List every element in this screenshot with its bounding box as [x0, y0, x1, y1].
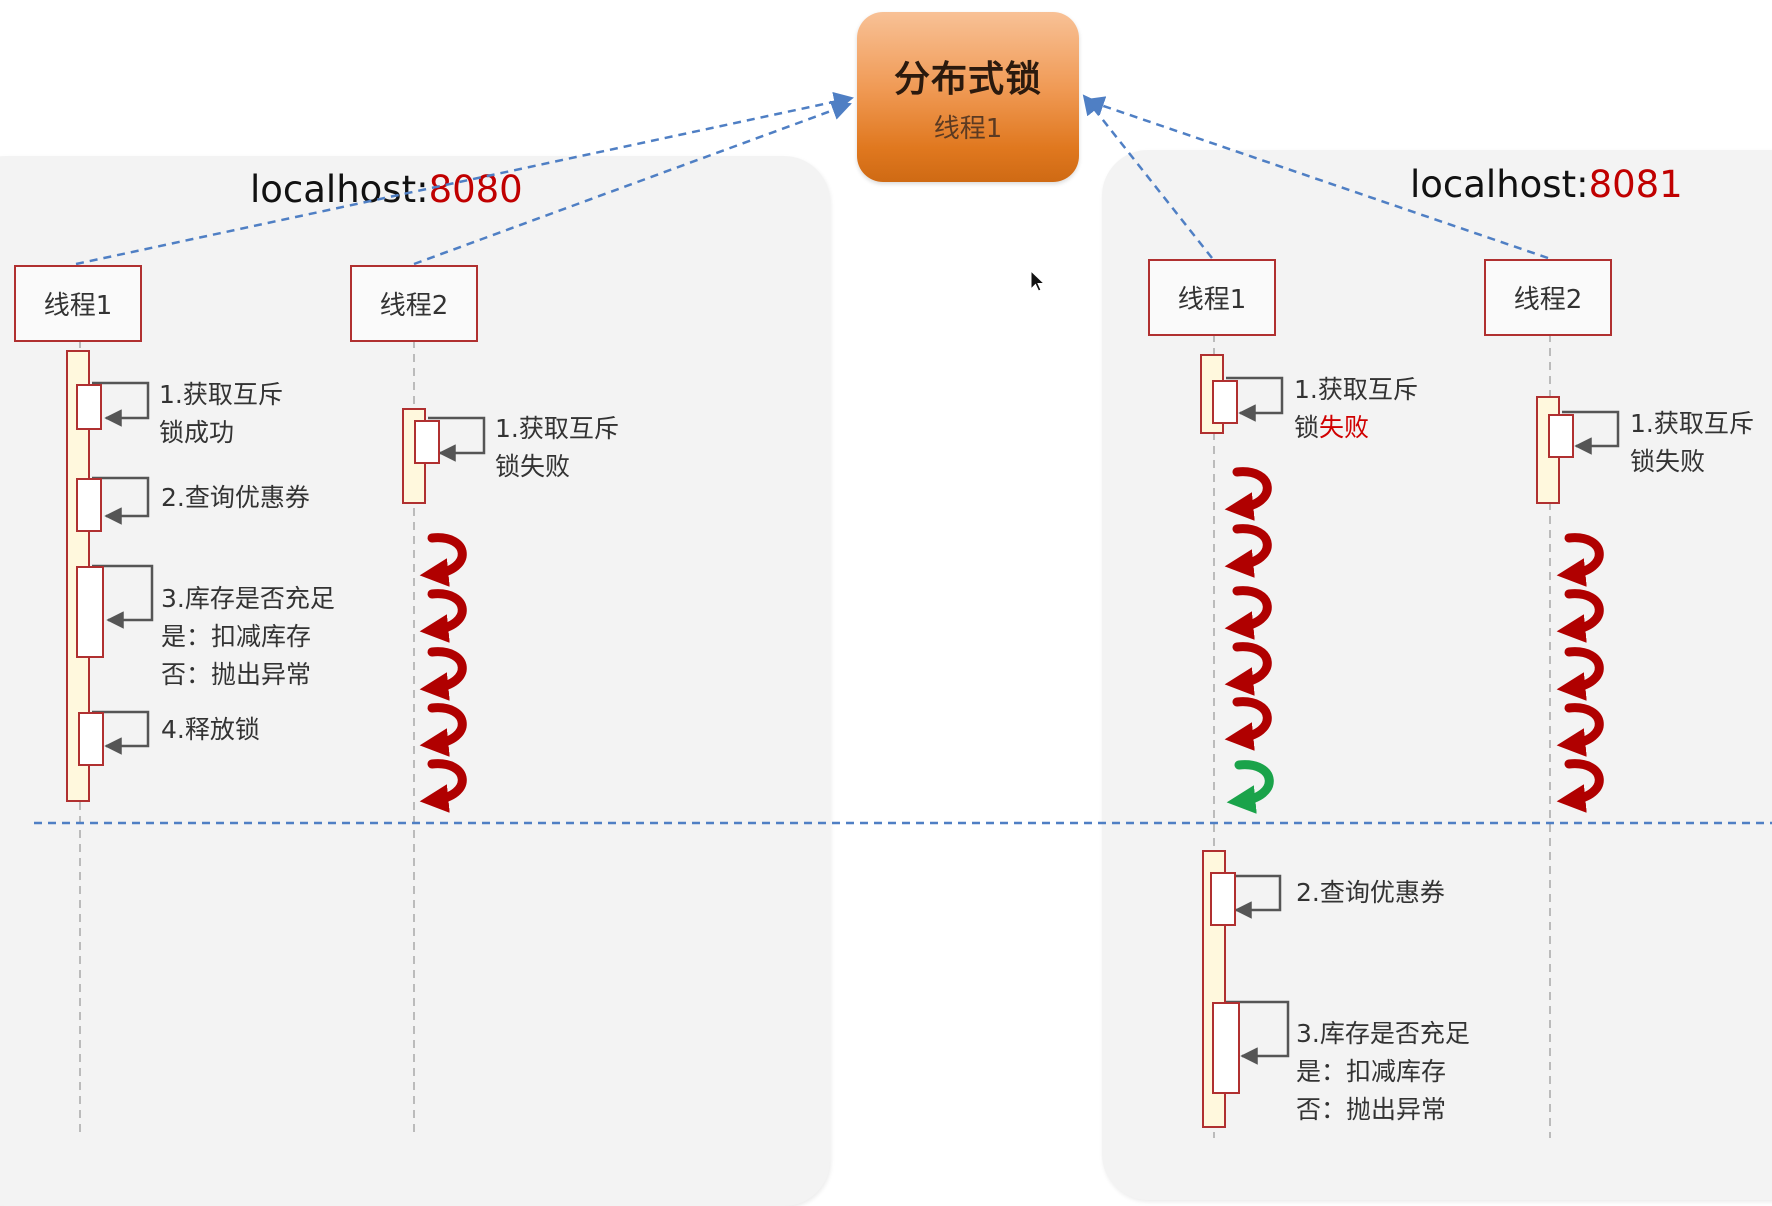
- step-line: 锁失败: [1294, 409, 1418, 447]
- distributed-lock-box: 分布式锁 线程1: [857, 12, 1079, 182]
- step-check-stock: 3.库存是否充足 是：扣减库存 否：抛出异常: [161, 580, 335, 694]
- step-line: 4.释放锁: [161, 715, 260, 744]
- host-port: 8080: [428, 168, 523, 211]
- activation-step: [76, 384, 102, 430]
- host-label-8081: localhost:8081: [1410, 163, 1683, 206]
- lock-title: 分布式锁: [893, 58, 1042, 100]
- activation-step: [76, 478, 102, 532]
- step-line: 1.获取互斥: [495, 414, 619, 443]
- thread-label: 线程2: [379, 291, 449, 321]
- step-line: 2.查询优惠券: [161, 483, 310, 512]
- activation-step: [1212, 380, 1238, 424]
- activation-step: [414, 420, 440, 464]
- thread-box-left-thread1: 线程1: [14, 265, 142, 342]
- thread-box-left-thread2: 线程2: [350, 265, 478, 342]
- step-text: 锁: [1294, 413, 1320, 442]
- fail-highlight: 失败: [1319, 413, 1370, 442]
- step-acquire-lock-fail: 1.获取互斥 锁失败: [1294, 371, 1418, 447]
- step-query-coupon: 2.查询优惠券: [161, 479, 310, 517]
- step-line: 锁成功: [159, 418, 235, 447]
- host-name: localhost:: [250, 168, 429, 211]
- thread-box-right-thread1: 线程1: [1148, 259, 1276, 336]
- thread-label: 线程1: [1177, 285, 1247, 315]
- step-line: 1.获取互斥: [1630, 409, 1754, 438]
- step-acquire-lock-fail: 1.获取互斥 锁失败: [1630, 405, 1754, 481]
- step-line: 3.库存是否充足: [161, 584, 335, 613]
- activation-step: [1548, 414, 1574, 458]
- step-acquire-lock-fail: 1.获取互斥 锁失败: [495, 410, 619, 486]
- thread-label: 线程1: [43, 291, 113, 321]
- activation-step: [78, 712, 104, 766]
- step-line: 锁失败: [1630, 447, 1706, 476]
- step-line: 是：扣减库存: [161, 622, 312, 651]
- step-acquire-lock-success: 1.获取互斥 锁成功: [159, 376, 283, 452]
- step-line: 3.库存是否充足: [1296, 1019, 1470, 1048]
- host-port: 8081: [1588, 163, 1683, 206]
- lock-holder: 线程1: [933, 113, 1003, 144]
- thread-label: 线程2: [1513, 285, 1583, 315]
- step-line: 是：扣减库存: [1296, 1057, 1447, 1086]
- thread-box-right-thread2: 线程2: [1484, 259, 1612, 336]
- host-name: localhost:: [1410, 163, 1589, 206]
- step-line: 1.获取互斥: [159, 380, 283, 409]
- activation-step: [1212, 1002, 1240, 1094]
- step-line: 锁失败: [495, 452, 571, 481]
- step-check-stock: 3.库存是否充足 是：扣减库存 否：抛出异常: [1296, 1015, 1470, 1129]
- host-label-8080: localhost:8080: [250, 168, 523, 211]
- activation-step: [1210, 872, 1236, 926]
- step-release-lock: 4.释放锁: [161, 711, 260, 749]
- step-query-coupon: 2.查询优惠券: [1296, 874, 1445, 912]
- step-line: 1.获取互斥: [1294, 375, 1418, 404]
- step-line: 2.查询优惠券: [1296, 878, 1445, 907]
- step-line: 否：抛出异常: [161, 660, 312, 689]
- activation-step: [76, 566, 104, 658]
- mouse-cursor-icon: [1030, 270, 1046, 292]
- step-line: 否：抛出异常: [1296, 1095, 1447, 1124]
